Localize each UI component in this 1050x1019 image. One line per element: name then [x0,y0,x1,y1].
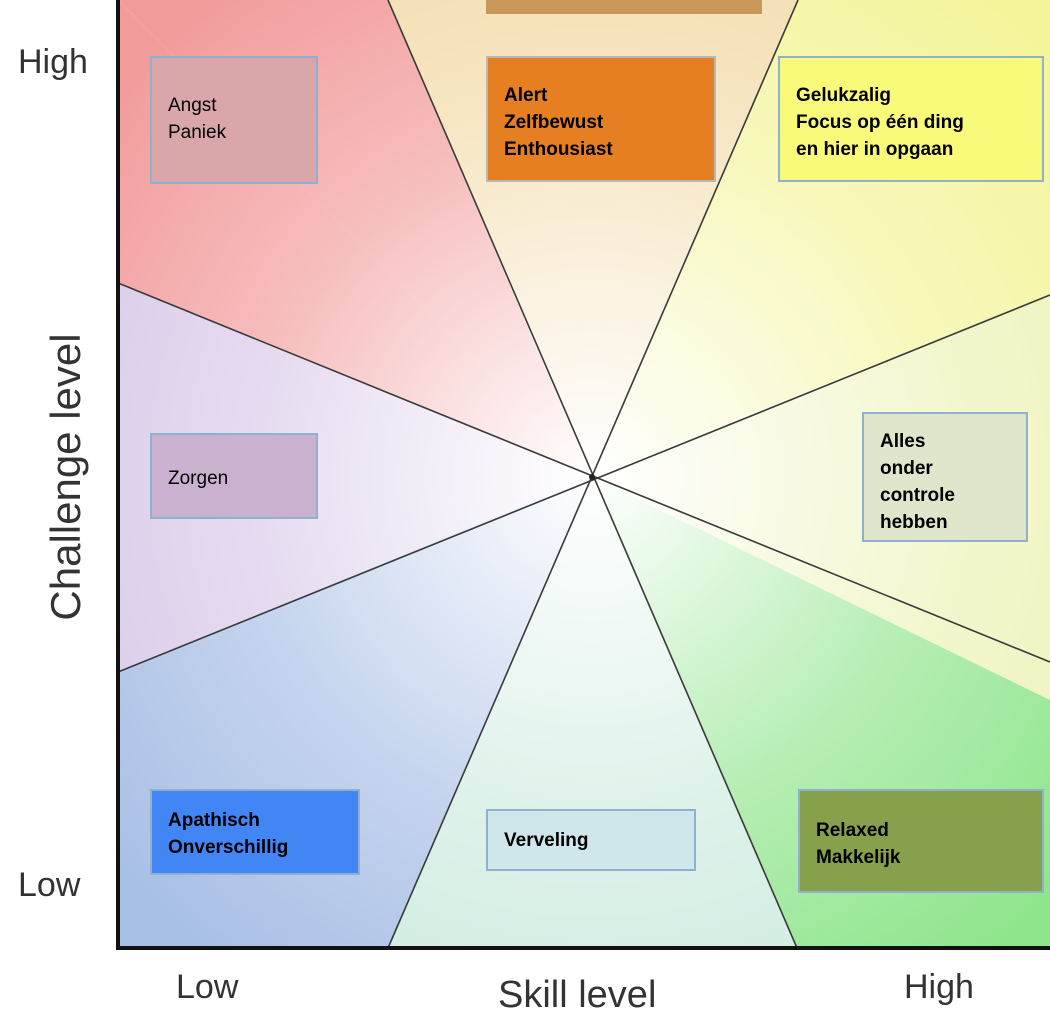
state-text: Onverschillig [168,837,289,858]
state-text: Apathisch [168,810,260,831]
x-axis-low-label: Low [176,968,239,1006]
state-box-flow: Gelukzalig Focus op één ding en hier in … [778,56,1044,182]
divider-line [117,282,1050,663]
x-axis-title: Skill level [498,974,657,1016]
state-text: Enthousiast [504,139,613,160]
y-axis-title: Challenge level [42,333,89,621]
state-text: Alles [880,431,926,452]
state-box-relaxation: Relaxed Makkelijk [798,789,1044,893]
state-box-boredom: Verveling [486,809,696,871]
state-box-arousal: Alert Zelfbewust Enthousiast [486,56,716,182]
state-text: Angst [168,95,217,116]
state-text: onder [880,458,933,479]
x-axis-high-label: High [904,968,974,1006]
divider-lines [117,0,1050,949]
state-text: Verveling [504,830,589,851]
y-axis-low-label: Low [18,866,81,904]
state-text: controle [880,485,955,506]
divider-line [387,0,799,949]
state-text: Zorgen [168,468,229,489]
state-box-anxiety: Angst Paniek [150,56,318,184]
state-text: Gelukzalig [796,85,892,106]
state-text: Zelfbewust [504,112,604,133]
state-text: Paniek [168,122,227,143]
state-text: Makkelijk [816,847,901,868]
state-text: Relaxed [816,820,889,841]
state-box-control: Alles onder controle hebben [862,412,1028,542]
state-box-worry: Zorgen [150,433,318,519]
center-point [589,474,595,480]
y-axis-high-label: High [18,43,88,81]
top-edge-strip [486,0,762,14]
state-text: hebben [880,512,948,533]
divider-line [117,294,1050,673]
state-box-apathy: Apathisch Onverschillig [150,789,360,875]
state-text: Focus op één ding [796,112,964,133]
state-text: Alert [504,85,548,106]
state-text: en hier in opgaan [796,139,954,160]
